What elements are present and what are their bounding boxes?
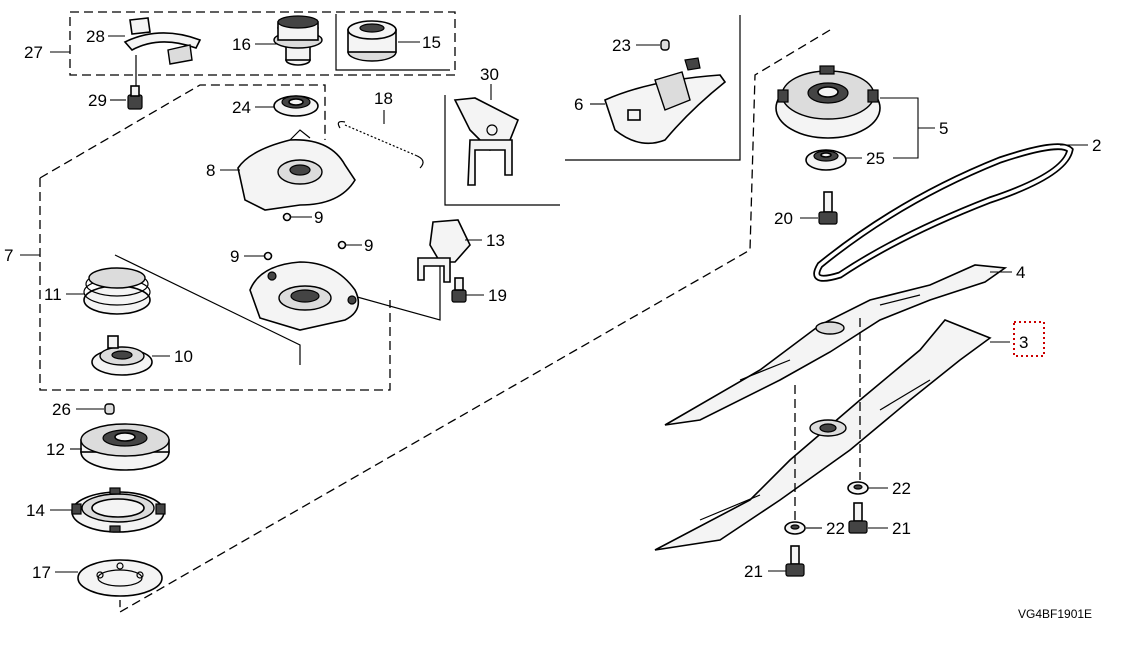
callout-17: 17	[32, 563, 51, 582]
part-16-bushing	[273, 15, 323, 66]
callout-10: 10	[174, 347, 193, 366]
part-21-bolts	[785, 502, 868, 577]
callout-8: 8	[206, 161, 215, 180]
drawing-code: VG4BF1901E	[1018, 607, 1092, 621]
callout-24: 24	[232, 98, 251, 117]
callout-4: 4	[1016, 263, 1025, 282]
callout-13: 13	[486, 231, 505, 250]
callout-6: 6	[574, 95, 583, 114]
callout-23: 23	[612, 36, 631, 55]
callout-3-highlight-box	[1013, 321, 1045, 357]
leader-lines	[20, 35, 1088, 573]
part-3-blade	[654, 319, 992, 551]
part-9-balls	[263, 212, 347, 261]
part-19-bolt	[451, 277, 467, 303]
part-11-coil	[83, 267, 151, 315]
callout-19: 19	[488, 286, 507, 305]
part-17-washer	[77, 559, 163, 597]
group-15-divider	[335, 14, 450, 71]
callout-7: 7	[4, 246, 13, 265]
group-6-outline	[565, 15, 741, 161]
part-2-belt	[813, 143, 1074, 282]
callout-28: 28	[86, 27, 105, 46]
part-25-bearing	[805, 149, 847, 171]
part-29-bolt	[127, 85, 143, 110]
part-30-bracket	[453, 97, 520, 186]
part-26-key	[104, 403, 115, 415]
callout-15: 15	[422, 33, 441, 52]
part-23-pin	[660, 39, 670, 51]
callout-20: 20	[774, 209, 793, 228]
group-30-outline	[444, 95, 560, 206]
callout-22-a: 22	[892, 479, 911, 498]
part-8-plate	[237, 129, 356, 211]
group-outlines	[39, 11, 831, 614]
callout-12: 12	[46, 440, 65, 459]
callout-16: 16	[232, 35, 251, 54]
callout-22-b: 22	[826, 519, 845, 538]
part-10-cam	[91, 335, 153, 376]
group-27-outline	[69, 11, 456, 76]
group-10-bracket	[114, 254, 301, 365]
callout-26: 26	[52, 400, 71, 419]
part-24-bearing	[273, 95, 319, 117]
callout-11: 11	[44, 285, 62, 304]
callout-21-a: 21	[892, 519, 911, 538]
part-13-bracket	[417, 219, 471, 283]
callout-21-b: 21	[744, 562, 763, 581]
part-15-bushing	[347, 20, 397, 62]
part-18-spring	[337, 121, 424, 169]
callout-2: 2	[1092, 136, 1101, 155]
group-assembly-outline	[119, 29, 831, 614]
callout-18: 18	[374, 89, 393, 108]
part-lower-plate	[249, 261, 360, 331]
callout-30: 30	[480, 65, 499, 84]
callout-9-b: 9	[230, 247, 239, 266]
part-6-cover	[604, 57, 727, 145]
callout-29: 29	[88, 91, 107, 110]
callout-14: 14	[26, 501, 45, 520]
callout-9-c: 9	[364, 236, 373, 255]
callout-25: 25	[866, 149, 885, 168]
part-20-bolt	[818, 191, 838, 225]
callout-3: 3	[1019, 333, 1028, 352]
part-5-pulley	[775, 65, 881, 139]
part-12-pulley	[80, 423, 170, 471]
callout-5: 5	[939, 119, 948, 138]
part-14-ring	[71, 487, 166, 533]
part-28-clip	[123, 17, 202, 92]
callout-9-a: 9	[314, 208, 323, 227]
callout-27: 27	[24, 43, 43, 62]
callout-labels: 27 28 29 16 15 24 18 8 9 9 9 7 11 10 26 …	[4, 27, 1101, 582]
alignment-lines	[794, 318, 861, 520]
group-13-bracket	[349, 250, 441, 321]
group-7-outline	[39, 84, 391, 391]
part-4-blade	[664, 264, 1008, 426]
